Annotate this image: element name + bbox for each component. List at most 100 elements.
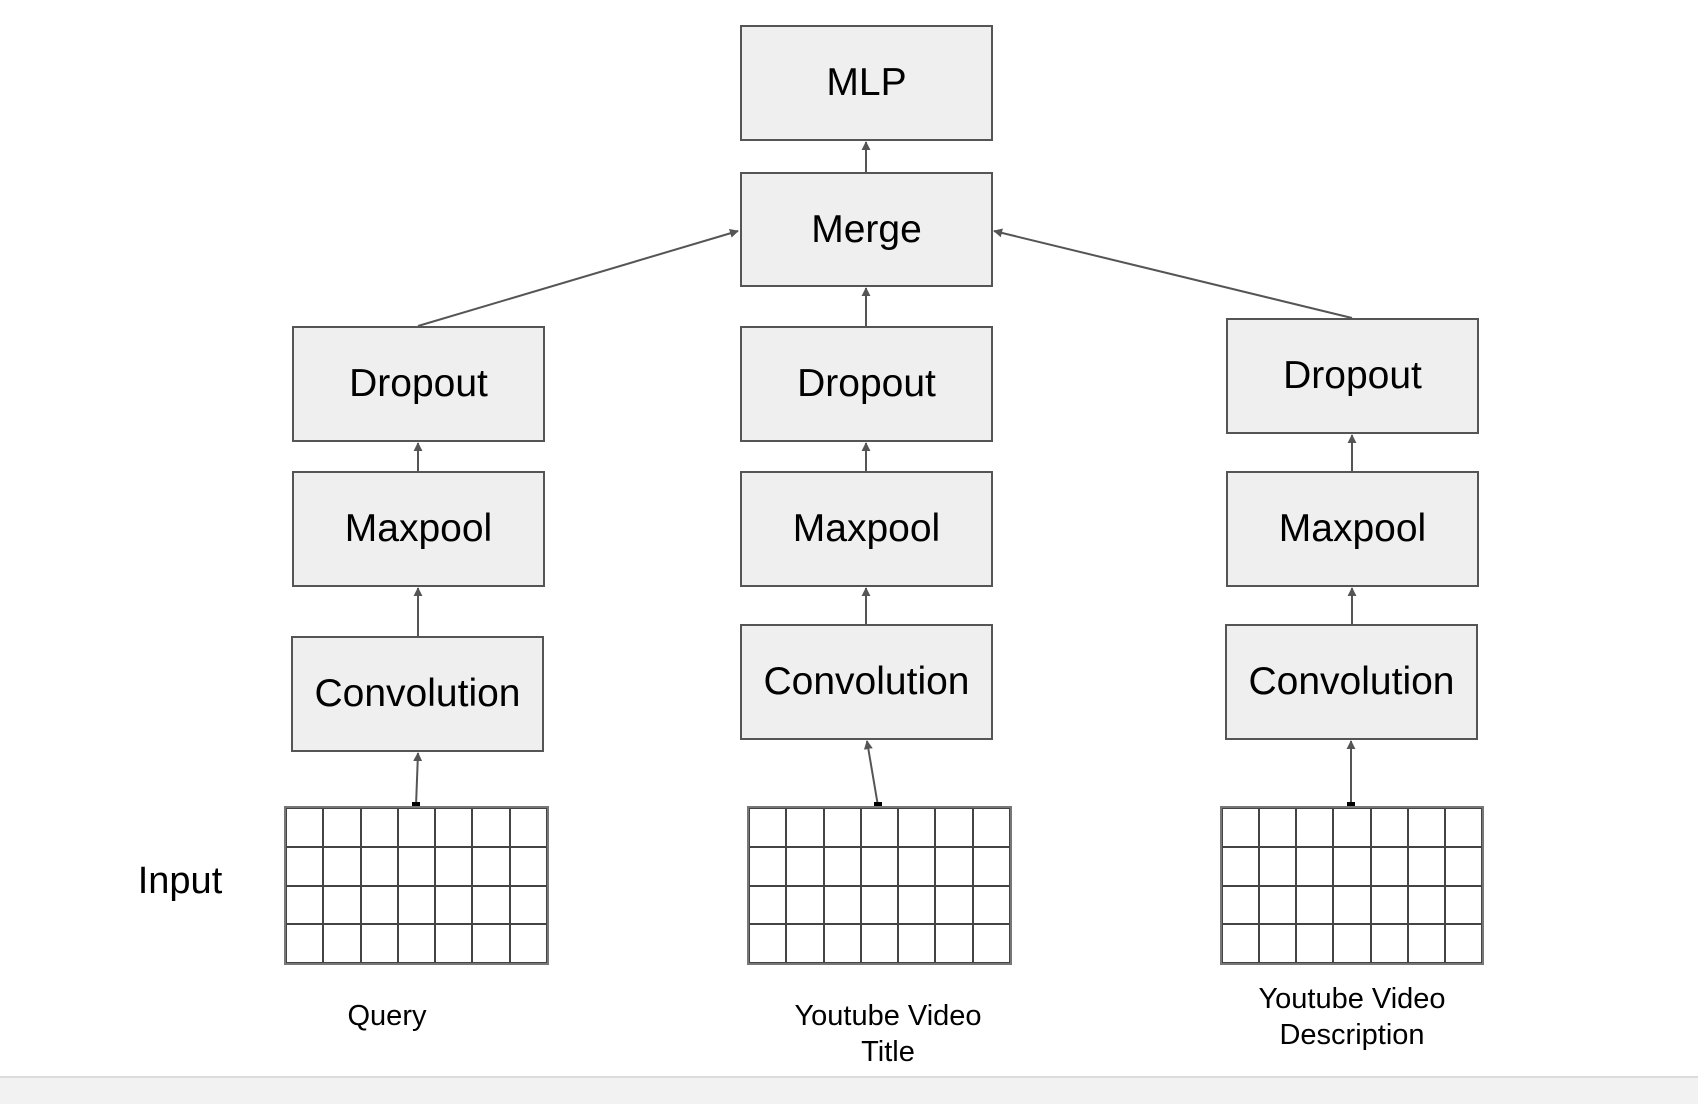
query-convolution-node: Convolution	[291, 636, 544, 752]
description-connector-dot	[1347, 802, 1355, 808]
grid-cell	[1444, 924, 1482, 963]
grid-cell	[1333, 808, 1371, 847]
description-caption-line-2: Description	[1279, 1019, 1425, 1051]
description-dropout-node: Dropout	[1226, 318, 1479, 434]
description-maxpool-node: Maxpool	[1226, 471, 1479, 587]
grid-cell	[472, 846, 510, 886]
query-convolution-label: Convolution	[314, 672, 521, 715]
arrow-description-dropout-to-merge	[993, 228, 1353, 319]
grid-cell	[1259, 846, 1297, 886]
grid-cell	[509, 846, 547, 886]
description-caption: Youtube Video Description	[1202, 981, 1502, 1053]
grid-cell	[935, 846, 973, 886]
merge-node: Merge	[740, 172, 993, 287]
mlp-node: MLP	[740, 25, 993, 141]
grid-cell	[823, 924, 861, 963]
grid-cell	[397, 885, 436, 925]
grid-cell	[1296, 885, 1334, 925]
grid-cell	[860, 924, 899, 963]
grid-cell	[935, 808, 973, 847]
grid-cell	[935, 885, 973, 925]
grid-cell	[286, 846, 324, 886]
grid-cell	[286, 808, 324, 847]
title-caption-line-1: Youtube Video	[794, 1000, 982, 1032]
title-convolution-label: Convolution	[763, 660, 970, 703]
grid-cell	[1444, 808, 1482, 847]
grid-cell	[749, 808, 787, 847]
description-dropout-label: Dropout	[1283, 354, 1422, 397]
query-maxpool-node: Maxpool	[292, 471, 545, 587]
input-label: Input	[137, 860, 223, 902]
grid-cell	[823, 846, 861, 886]
grid-cell	[860, 808, 899, 847]
title-convolution-node: Convolution	[740, 624, 993, 740]
grid-cell	[286, 924, 324, 963]
arrow-title-input-to-convolution	[863, 740, 879, 807]
mlp-node-label: MLP	[826, 61, 907, 104]
description-convolution-label: Convolution	[1248, 660, 1455, 703]
query-dropout-node: Dropout	[292, 326, 545, 442]
grid-cell	[360, 924, 398, 963]
grid-cell	[823, 885, 861, 925]
query-connector-dot	[412, 802, 420, 808]
grid-cell	[509, 808, 547, 847]
grid-cell	[1333, 924, 1371, 963]
grid-cell	[1444, 846, 1482, 886]
grid-cell	[509, 885, 547, 925]
grid-cell	[786, 846, 824, 886]
grid-cell	[472, 808, 510, 847]
grid-cell	[1370, 808, 1408, 847]
grid-cell	[472, 924, 510, 963]
grid-cell	[898, 885, 936, 925]
grid-cell	[1259, 924, 1297, 963]
grid-cell	[1333, 885, 1371, 925]
grid-cell	[823, 808, 861, 847]
bottom-scroll-bar	[0, 1076, 1698, 1104]
grid-cell	[397, 846, 436, 886]
query-dropout-label: Dropout	[349, 362, 488, 405]
grid-cell	[1333, 846, 1371, 886]
grid-cell	[898, 924, 936, 963]
grid-cell	[749, 924, 787, 963]
grid-cell	[972, 924, 1010, 963]
query-caption-line-1: Query	[347, 1000, 427, 1032]
grid-cell	[397, 924, 436, 963]
grid-cell	[286, 885, 324, 925]
title-caption-line-2: Title	[861, 1036, 915, 1068]
grid-cell	[1296, 924, 1334, 963]
grid-cell	[323, 846, 361, 886]
grid-cell	[935, 924, 973, 963]
grid-cell	[1370, 924, 1408, 963]
grid-cell	[1444, 885, 1482, 925]
grid-cell	[898, 846, 936, 886]
query-caption: Query	[287, 998, 487, 1034]
title-caption: Youtube Video Title	[738, 998, 1038, 1070]
title-connector-dot	[874, 802, 882, 808]
title-maxpool-label: Maxpool	[792, 507, 941, 550]
grid-cell	[786, 885, 824, 925]
grid-cell	[509, 924, 547, 963]
description-caption-line-1: Youtube Video	[1258, 983, 1446, 1015]
description-maxpool-label: Maxpool	[1278, 507, 1427, 550]
grid-cell	[360, 885, 398, 925]
grid-cell	[435, 808, 473, 847]
grid-cell	[323, 924, 361, 963]
description-convolution-node: Convolution	[1225, 624, 1478, 740]
grid-cell	[1222, 846, 1260, 886]
grid-cell	[323, 808, 361, 847]
grid-cell	[749, 885, 787, 925]
grid-cell	[1296, 846, 1334, 886]
title-dropout-label: Dropout	[797, 362, 936, 405]
grid-cell	[323, 885, 361, 925]
grid-cell	[1407, 924, 1445, 963]
title-maxpool-node: Maxpool	[740, 471, 993, 587]
grid-cell	[786, 808, 824, 847]
grid-cell	[860, 846, 899, 886]
grid-cell	[435, 885, 473, 925]
query-input-grid	[284, 806, 549, 965]
grid-cell	[972, 885, 1010, 925]
grid-cell	[360, 808, 398, 847]
grid-cell	[472, 885, 510, 925]
